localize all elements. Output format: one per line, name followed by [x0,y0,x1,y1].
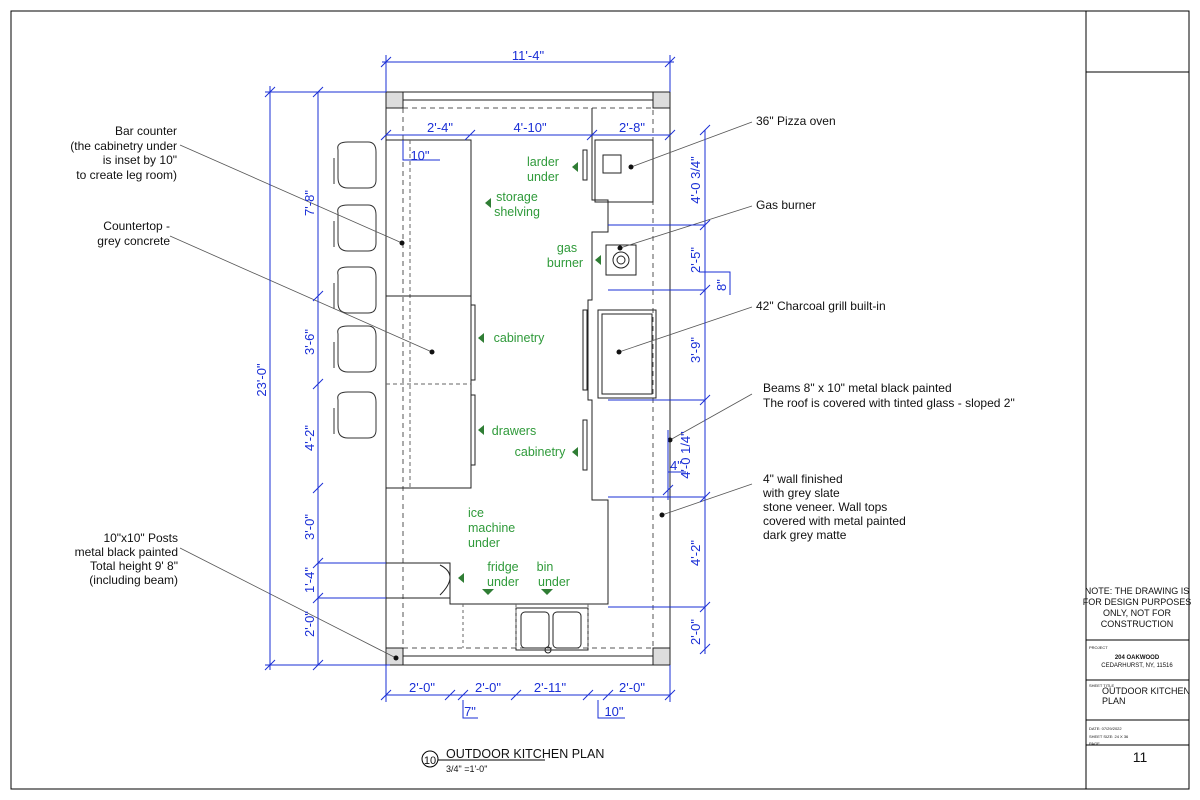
dim-bottom-3: 2'-11" [534,680,567,695]
dim-overall-length: 23'-0" [254,363,269,397]
dim-bottom-7: 7" [464,704,476,719]
label-cabinetry-2: cabinetry [515,445,566,459]
detail-marker [421,750,439,768]
dim-right-8: 2'-0" [688,619,703,645]
note-wall-2: with grey slate [762,486,840,500]
dim-left-4: 3'-0" [302,514,317,540]
note-beams-1: Beams 8" x 10" metal black painted [763,381,952,395]
annotation-notes: Bar counter (the cabinetry under is inse… [70,114,1014,587]
dim-top-left: 2'-4" [427,120,453,135]
title-block: NOTE: THE DRAWING IS FOR DESIGN PURPOSES… [1083,586,1192,765]
bar-island [385,139,476,489]
dim-left-3: 4'-2" [302,425,317,451]
note-posts-3: Total height 9' 8" [90,559,178,573]
note-wall-4: covered with metal painted [763,514,906,528]
label-storage-1: storage [496,190,538,204]
label-gas-1: gas [557,241,577,255]
note-pizza: 36" Pizza oven [756,114,836,128]
dim-bottom-10: 10" [604,704,623,719]
dim-right-7: 4'-2" [688,540,703,566]
bar-stools [333,141,377,439]
note-grill: 42" Charcoal grill built-in [756,299,886,313]
dim-right-1: 4'-0 3/4" [688,156,703,204]
note-bar-2: (the cabinetry under [70,139,177,153]
label-storage-2: shelving [494,205,540,219]
note-countertop-1: Countertop - [103,219,170,233]
dim-inset-10: 10" [410,148,429,163]
tb-note-2: FOR DESIGN PURPOSES [1083,597,1192,607]
note-wall-3: stone veneer. Wall tops [763,500,887,514]
dim-bottom-1: 2'-0" [409,680,435,695]
label-gas-2: burner [547,256,583,270]
drawing-title-block: 10 OUTDOOR KITCHEN PLAN 3/4" =1'-0" [421,747,604,774]
note-wall-1: 4" wall finished [763,472,843,486]
tb-sheet-title-1: OUTDOOR KITCHEN [1102,686,1190,696]
note-posts-1: 10"x10" Posts [103,531,178,545]
drawing-scale: 3/4" =1'-0" [446,764,487,774]
note-bar-4: to create leg room) [76,168,177,182]
leader-dots [393,164,673,661]
detail-number: 10 [424,755,436,767]
dim-left-1: 7'-8" [302,190,317,216]
dim-left-6: 2'-0" [302,611,317,637]
tb-project-name: 204 OAKWOOD [1115,655,1160,661]
dim-right-3: 8" [714,279,729,291]
label-fridge-2: under [487,575,519,589]
kitchen-enclosure [385,91,671,666]
tb-page-number: 11 [1133,749,1148,765]
dim-overall-width: 11'-4" [512,48,545,63]
dim-bottom-4: 2'-0" [619,680,645,695]
tb-note-4: CONSTRUCTION [1101,619,1174,629]
label-bin-1: bin [537,560,554,574]
leader-lines [169,121,753,659]
label-arrows [458,162,601,595]
label-fridge-1: fridge [487,560,518,574]
label-cabinetry-1: cabinetry [494,331,545,345]
drawing-title: OUTDOOR KITCHEN PLAN [446,747,604,761]
tb-note-3: ONLY, NOT FOR [1103,608,1172,618]
label-bin-2: under [538,575,570,589]
dimension-lines [264,55,731,719]
sheet-border [10,10,1190,790]
note-bar-1: Bar counter [115,124,177,138]
dim-right-2: 2'-5" [688,247,703,273]
note-posts-4: (including beam) [89,573,178,587]
component-labels: larder under storage shelving gas burner… [468,155,583,589]
dim-right-6: 4" [670,458,682,473]
dim-bottom-2: 2'-0" [475,680,501,695]
dimension-labels: 11'-4" 2'-4" 4'-10" 2'-8" 10" 23'-0" 7'-… [254,48,729,719]
tb-sheet-title-label: SHEET TITLE [1089,683,1115,688]
label-larder-2: under [527,170,559,184]
dim-left-5: 1'-4" [302,567,317,593]
tb-project-address: CEDARHURST, NY, 11516 [1101,663,1173,669]
tb-page-label: PAGE [1089,741,1100,746]
note-bar-3: is inset by 10" [103,153,177,167]
note-wall-5: dark grey matte [763,528,847,542]
label-ice-3: under [468,536,500,550]
tb-note-1: NOTE: THE DRAWING IS [1085,586,1190,596]
note-beams-2: The roof is covered with tinted glass - … [763,396,1015,410]
dim-left-2: 3'-6" [302,329,317,355]
tb-date: DATE: 07/29/2022 [1089,726,1122,731]
note-posts-2: metal black painted [75,545,178,559]
dim-right-4: 3'-9" [688,337,703,363]
dim-top-mid: 4'-10" [513,120,547,135]
note-gas-burner: Gas burner [756,198,816,212]
label-ice-1: ice [468,506,484,520]
label-drawers: drawers [492,424,536,438]
tb-sheet-size: SHEET SIZE: 24 X 36 [1089,734,1129,739]
label-larder-1: larder [527,155,559,169]
dim-right-5: 4'-0 1/4" [678,431,693,479]
tb-project-label: PROJECT [1089,645,1108,650]
tb-sheet-title-2: PLAN [1102,696,1126,706]
note-countertop-2: grey concrete [97,234,170,248]
label-ice-2: machine [468,521,515,535]
dim-top-right: 2'-8" [619,120,645,135]
right-counter [385,108,657,654]
